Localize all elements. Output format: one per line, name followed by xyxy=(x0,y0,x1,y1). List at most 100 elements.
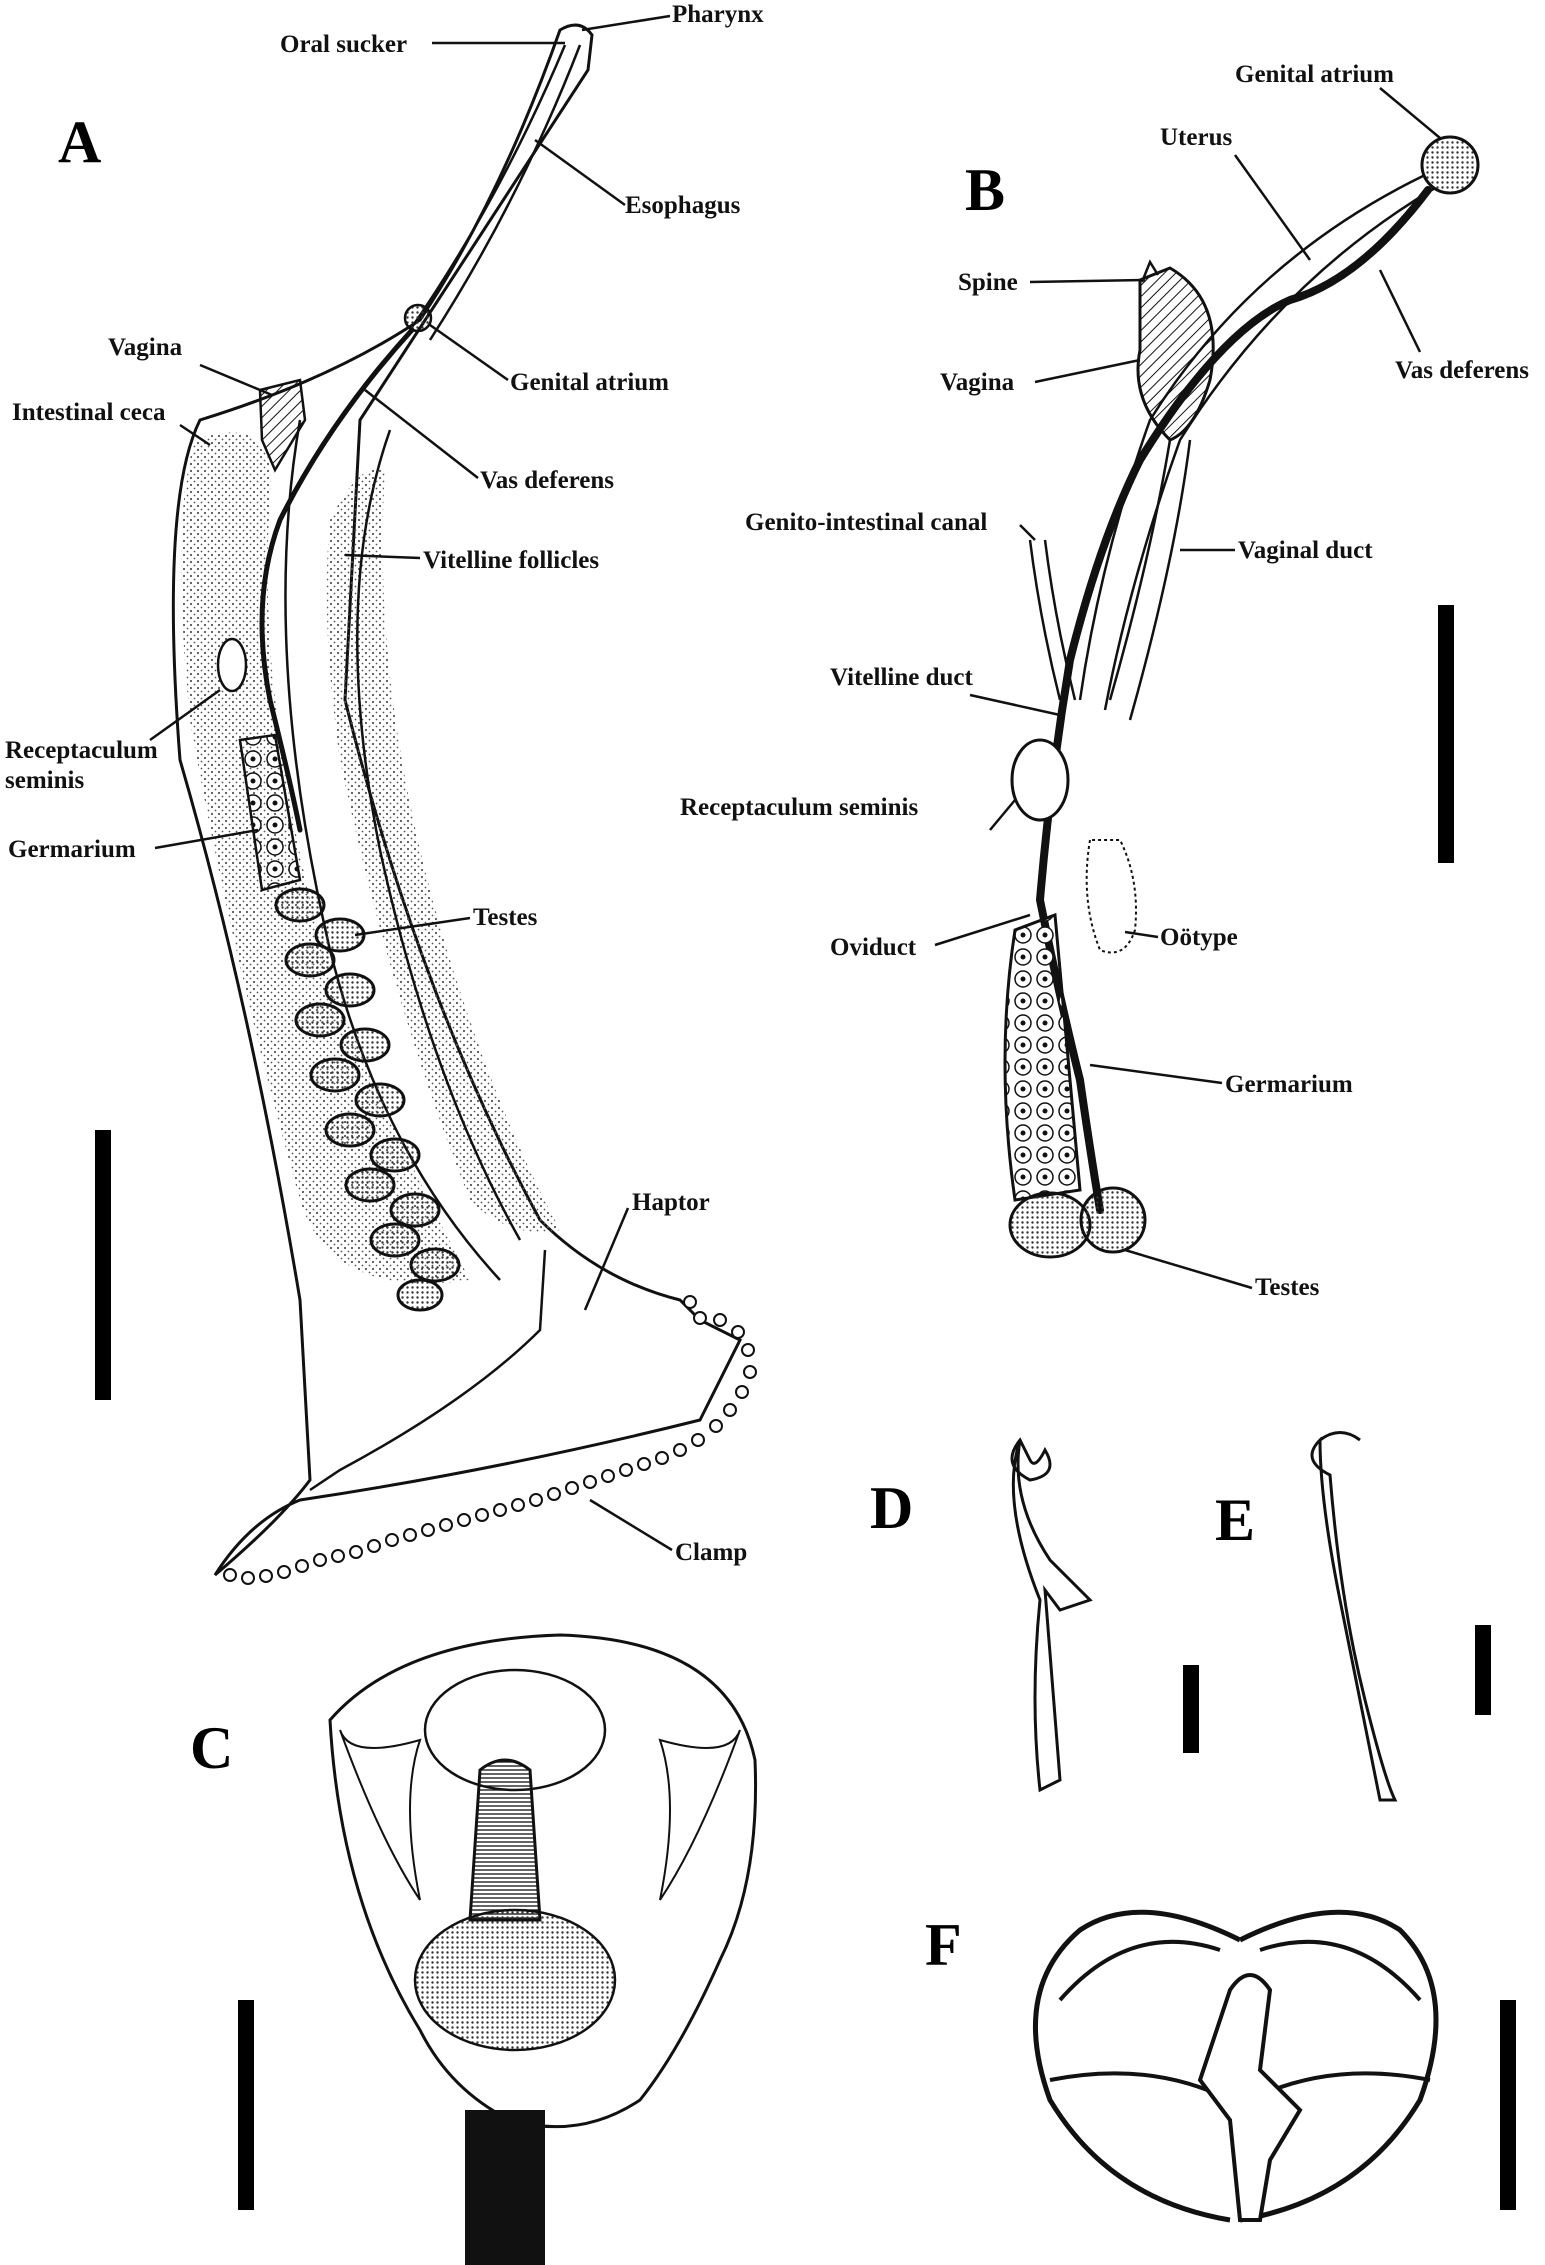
panel-b-testes xyxy=(1008,1186,1147,1259)
panel-b-vas-deferens xyxy=(1035,186,1432,1214)
leader-testes-a xyxy=(354,916,471,937)
panel-label-b: B xyxy=(965,157,1005,223)
leader-vagina-a xyxy=(199,363,273,397)
panel-a-testes xyxy=(274,887,461,1312)
panel-b-spine xyxy=(1140,259,1160,283)
leader-pharynx xyxy=(581,14,671,32)
label-receptaculum-a-line2: seminis xyxy=(5,767,84,794)
leader-vas-deferens-a xyxy=(364,389,479,479)
panel-b-genito-intestinal xyxy=(1028,539,1077,701)
leader-germarium-a xyxy=(154,828,259,850)
label-haptor: Haptor xyxy=(632,1189,710,1216)
label-vitelline-follicles: Vitelline follicles xyxy=(423,547,599,574)
leader-genito-intestinal xyxy=(1019,524,1036,541)
panel-c-lower-disc xyxy=(413,1908,617,2052)
panel-f-inner-arcs xyxy=(1049,1939,1431,2102)
label-genital-atrium-a: Genital atrium xyxy=(510,369,669,396)
panel-c-median-sclerite xyxy=(468,1758,542,1922)
panel-c-stalk xyxy=(465,2110,545,2265)
panel-d: D xyxy=(870,1437,1199,1793)
label-germarium-a: Germarium xyxy=(8,836,136,863)
leader-vas-deferens-b xyxy=(1378,269,1422,353)
panel-a-vagina xyxy=(258,378,307,473)
label-genital-atrium-b: Genital atrium xyxy=(1235,61,1394,88)
label-uterus: Uterus xyxy=(1160,124,1232,151)
panel-a-haptor-line xyxy=(309,1249,547,1492)
panel-b-genital-atrium xyxy=(1420,135,1480,195)
panel-c-tines xyxy=(339,1729,741,1901)
label-intestinal-ceca: Intestinal ceca xyxy=(12,399,166,426)
panel-f-clamp-outline xyxy=(1033,1909,1439,2223)
panel-b-germarium xyxy=(1003,912,1082,1202)
scale-bar-e xyxy=(1475,1625,1491,1715)
label-oral-sucker: Oral sucker xyxy=(280,31,407,58)
panel-a-vitelline-right xyxy=(326,468,560,1232)
label-esophagus: Esophagus xyxy=(625,192,741,219)
panel-label-e: E xyxy=(1215,1487,1255,1553)
panel-label-f: F xyxy=(925,1912,962,1978)
scale-bar-a xyxy=(95,1130,111,1400)
panel-b: B Genital atrium Uterus Spine Vagina xyxy=(680,61,1529,1301)
label-pharynx: Pharynx xyxy=(672,1,764,28)
label-testes-b: Testes xyxy=(1255,1274,1320,1301)
label-vas-deferens-a: Vas deferens xyxy=(480,467,614,494)
leader-vitelline-duct xyxy=(969,693,1061,717)
panel-a-germarium xyxy=(238,733,302,892)
leader-uterus xyxy=(1233,154,1312,261)
panel-b-uterus xyxy=(1078,173,1436,711)
panel-b-vaginal-duct xyxy=(1108,439,1192,721)
panel-c-clamp-outline xyxy=(328,1633,758,2129)
label-testes-a: Testes xyxy=(473,904,538,931)
label-vas-deferens-b: Vas deferens xyxy=(1395,357,1529,384)
panel-label-d: D xyxy=(870,1475,913,1541)
label-spine: Spine xyxy=(958,269,1018,296)
label-clamp: Clamp xyxy=(675,1539,747,1566)
panel-c-inner-ring xyxy=(423,1668,607,1792)
leader-oviduct xyxy=(934,913,1031,947)
leader-haptor xyxy=(583,1207,630,1311)
panel-a: A xyxy=(5,1,764,1585)
panel-a-vitelline-left xyxy=(181,432,470,1284)
leader-receptaculum-b xyxy=(989,799,1016,831)
label-vaginal-duct: Vaginal duct xyxy=(1238,537,1373,564)
leader-germarium-b xyxy=(1089,1063,1223,1085)
label-receptaculum-seminis-b: Receptaculum seminis xyxy=(680,794,918,821)
scale-bar-f xyxy=(1500,2000,1516,2210)
leader-genital-atrium-a xyxy=(429,323,509,382)
leader-vagina-b xyxy=(1034,358,1141,384)
scale-bar-d xyxy=(1183,1665,1199,1753)
panel-a-esophagus xyxy=(408,44,582,341)
panel-b-receptaculum xyxy=(1010,738,1070,822)
label-oviduct: Oviduct xyxy=(830,934,917,961)
panel-d-sclerite xyxy=(1010,1437,1093,1793)
leader-receptaculum-a xyxy=(149,688,221,742)
panel-f: F xyxy=(925,1909,1516,2223)
label-genito-intestinal-canal: Genito-intestinal canal xyxy=(745,509,987,536)
leader-spine xyxy=(1029,278,1146,284)
panel-b-ootype xyxy=(1085,839,1137,954)
label-vitelline-duct: Vitelline duct xyxy=(830,664,973,691)
leader-genital-atrium-b xyxy=(1379,87,1441,139)
panel-e: E xyxy=(1215,1431,1491,1802)
panel-e-sclerite xyxy=(1310,1431,1398,1802)
scale-bar-c xyxy=(238,2000,254,2210)
label-germarium-b: Germarium xyxy=(1225,1071,1353,1098)
panel-a-vas-deferens xyxy=(259,327,415,833)
panel-b-vagina-sac xyxy=(1136,266,1215,442)
leader-testes-b xyxy=(1124,1248,1253,1290)
label-vagina-a: Vagina xyxy=(108,334,183,361)
label-receptaculum-a-line1: Receptaculum xyxy=(5,737,158,764)
label-vagina-b: Vagina xyxy=(940,369,1015,396)
label-ootype: Oötype xyxy=(1160,924,1238,951)
panel-label-a: A xyxy=(58,109,101,175)
panel-label-c: C xyxy=(190,1715,233,1781)
panel-c: C xyxy=(190,1633,758,2265)
leader-ootype xyxy=(1124,930,1159,939)
panel-a-clamps xyxy=(223,1295,757,1585)
panel-a-genital-atrium xyxy=(403,303,433,333)
leader-vitelline-follicles xyxy=(344,553,421,560)
leader-esophagus xyxy=(534,138,626,207)
leader-clamp xyxy=(589,1498,673,1552)
leader-intestinal-ceca xyxy=(179,423,211,447)
